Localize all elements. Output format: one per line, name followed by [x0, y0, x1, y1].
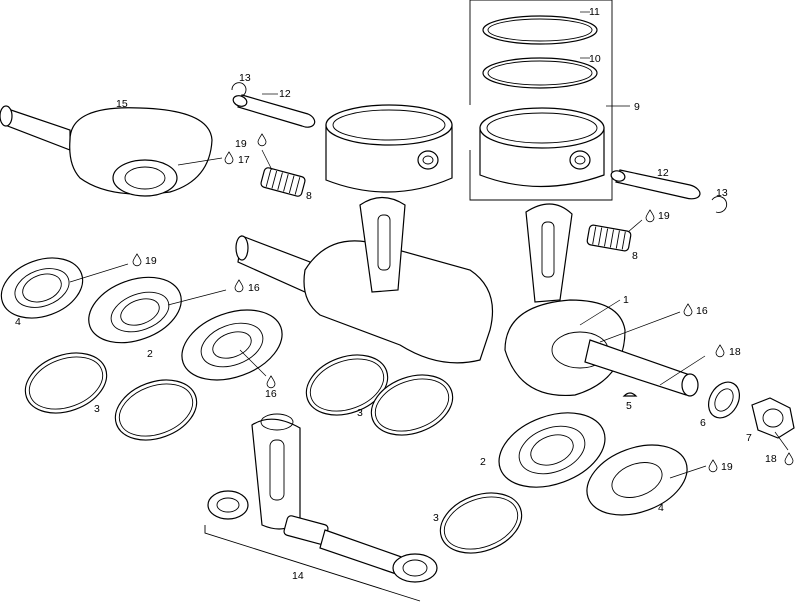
drop-icon	[234, 279, 244, 293]
o-ring-3-center-b	[370, 374, 454, 436]
callout-12: 12	[279, 88, 291, 100]
callout-17: 17	[238, 154, 250, 166]
callout-12: 12	[657, 167, 669, 179]
crankshaft-assembly-1	[235, 196, 706, 397]
oil-seal-4-right	[586, 444, 707, 516]
callout-19: 19	[145, 255, 157, 267]
drop-icon	[266, 375, 276, 389]
ball-bearing-16-left	[181, 309, 283, 381]
needle-bearing-8-left	[260, 149, 306, 197]
drop-icon	[784, 452, 794, 466]
washer-6	[707, 381, 741, 419]
drop-icon	[708, 459, 718, 473]
callout-13: 13	[716, 187, 728, 199]
callout-6: 6	[700, 417, 706, 429]
callout-2: 2	[480, 456, 486, 468]
piston-ring-11	[482, 15, 598, 45]
o-ring-3-left-a	[24, 352, 108, 414]
needle-bearing-8-right	[586, 219, 643, 252]
callout-15: 15	[116, 98, 128, 110]
o-ring-3-left-b	[114, 379, 198, 441]
o-ring-3-center-a	[305, 354, 389, 416]
callout-3: 3	[94, 403, 100, 415]
drop-icon	[683, 303, 693, 317]
callout-1: 1	[623, 294, 629, 306]
callout-16: 16	[696, 305, 708, 317]
callout-3: 3	[433, 512, 439, 524]
callout-14: 14	[292, 570, 304, 582]
callout-7: 7	[746, 432, 752, 444]
piston-9	[479, 107, 605, 188]
woodruff-key-5	[622, 392, 638, 397]
piston-pin-12-right	[610, 169, 701, 200]
drop-icon	[715, 344, 725, 358]
callout-11: 11	[589, 6, 600, 18]
ball-bearing-2-left	[88, 276, 227, 344]
nut-7	[751, 397, 795, 451]
callout-16: 16	[248, 282, 260, 294]
callout-18: 18	[729, 346, 741, 358]
callout-4: 4	[658, 502, 664, 514]
circlip-13-right	[711, 196, 728, 213]
piston-left	[325, 104, 453, 193]
oil-seal-4-left	[0, 257, 129, 319]
ball-bearing-2-right	[498, 412, 606, 488]
drop-icon	[257, 133, 267, 147]
o-ring-3-right	[439, 492, 523, 554]
callout-3: 3	[357, 407, 363, 419]
piston-ring-10	[482, 57, 598, 89]
callout-4: 4	[15, 316, 21, 328]
drop-icon	[224, 151, 234, 165]
callout-13: 13	[239, 72, 251, 84]
callout-18: 18	[765, 453, 777, 465]
piston-kit-group	[469, 0, 630, 201]
callout-5: 5	[626, 400, 632, 412]
callout-19: 19	[721, 461, 733, 473]
callout-19: 19	[658, 210, 670, 222]
callout-8: 8	[306, 190, 312, 202]
callout-10: 10	[589, 53, 601, 65]
callout-8: 8	[632, 250, 638, 262]
callout-9: 9	[634, 101, 640, 113]
callout-16: 16	[265, 388, 277, 400]
piston-pin-12-upper	[232, 93, 316, 128]
connecting-rod-kit-14	[204, 413, 438, 602]
crankshaft-half-15	[0, 105, 223, 197]
circlip-13-upper	[231, 82, 247, 98]
drop-icon	[645, 209, 655, 223]
callout-2: 2	[147, 348, 153, 360]
callout-19: 19	[235, 138, 247, 150]
drop-icon	[132, 253, 142, 267]
